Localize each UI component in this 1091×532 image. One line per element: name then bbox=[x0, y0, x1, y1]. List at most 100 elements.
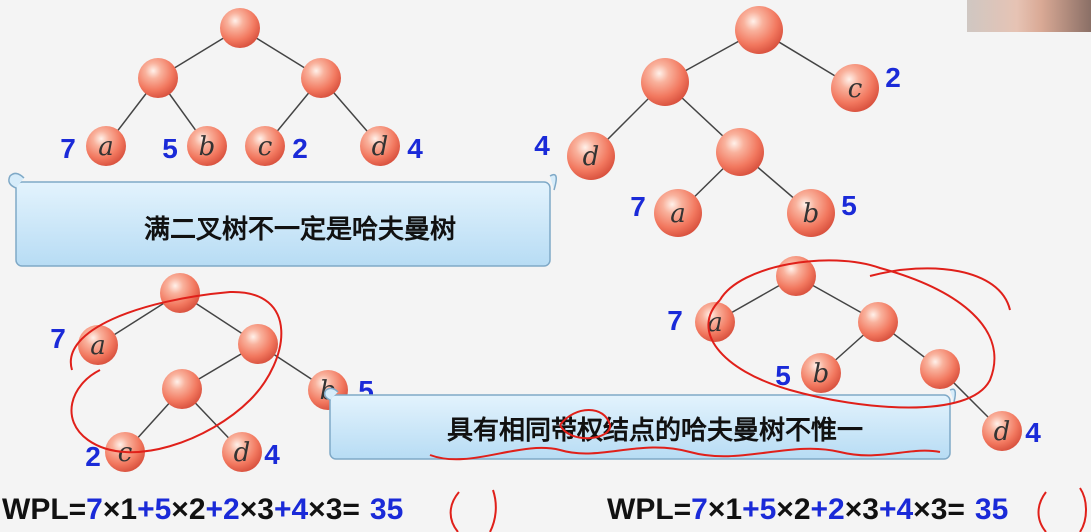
leaf-letter: a bbox=[98, 132, 114, 162]
ink-stroke-tree4 bbox=[869, 267, 1011, 311]
wpl-result: 35 bbox=[974, 493, 1009, 526]
tree2-left-internal bbox=[641, 58, 689, 106]
banner-full-binary: 满二叉树不一定是哈夫曼树 bbox=[8, 172, 557, 267]
leaf-letter: d bbox=[994, 417, 1011, 447]
weight-term: 7 bbox=[691, 493, 708, 526]
ink-bracket-right-result bbox=[1037, 491, 1047, 532]
wpl-label: WPL= bbox=[2, 493, 87, 526]
weight-term: 2 bbox=[828, 493, 845, 526]
leaf-node: d 4 bbox=[222, 432, 280, 472]
leaf-node: a 7 bbox=[667, 302, 735, 342]
leaf-node: a 7 bbox=[60, 126, 126, 166]
times-sign: × bbox=[102, 493, 121, 526]
leaf-node: d 4 bbox=[982, 411, 1041, 451]
ink-bracket-left bbox=[449, 491, 460, 532]
tree1-left-internal bbox=[138, 58, 178, 98]
depth-term: 3 bbox=[862, 493, 879, 526]
weight-term: 2 bbox=[223, 493, 240, 526]
depth-term: 3 bbox=[257, 493, 274, 526]
weight-term: 7 bbox=[86, 493, 103, 526]
leaf-node: b 5 bbox=[162, 126, 227, 166]
banner-text: 满二叉树不一定是哈夫曼树 bbox=[144, 214, 456, 245]
times-sign: × bbox=[776, 493, 794, 526]
leaf-letter: d bbox=[583, 142, 600, 172]
equals-sign: = bbox=[947, 493, 965, 526]
leaf-letter: d bbox=[372, 132, 389, 162]
leaf-letter: a bbox=[707, 308, 723, 338]
ink-loop-tree3 bbox=[69, 290, 283, 454]
ink-annotations bbox=[69, 259, 1087, 532]
leaf-node: d 4 bbox=[534, 130, 615, 180]
plus-sign: + bbox=[878, 493, 897, 526]
leaf-letter: c bbox=[848, 74, 863, 104]
leaf-weight: 5 bbox=[162, 133, 178, 164]
leaf-letter: a bbox=[90, 331, 106, 361]
plus-sign: + bbox=[205, 493, 224, 526]
depth-term: 2 bbox=[793, 493, 811, 526]
tree4-leaves: a 7 b 5 d 4 bbox=[667, 302, 1041, 451]
banner-not-unique: 具有相同带权结点的哈夫曼树不惟一 bbox=[323, 387, 957, 460]
tree4-right-internal bbox=[858, 302, 898, 342]
leaf-letter: a bbox=[670, 199, 686, 229]
tree1-root bbox=[220, 8, 260, 48]
leaf-node: b 5 bbox=[775, 353, 841, 393]
weight-term: 4 bbox=[896, 493, 914, 526]
times-sign: × bbox=[844, 493, 863, 526]
wpl-formula-left: WPL=7×1+5×2+2×3+4×3=35 bbox=[2, 493, 403, 527]
tree2-root bbox=[735, 6, 783, 54]
leaf-weight: 2 bbox=[292, 133, 308, 164]
equals-sign: = bbox=[342, 493, 360, 526]
depth-term: 2 bbox=[188, 493, 206, 526]
tree1-leaves: a 7 b 5 c 2 d 4 bbox=[60, 126, 423, 166]
leaf-letter: b bbox=[199, 132, 216, 162]
leaf-node: c 2 bbox=[831, 62, 901, 112]
leaf-weight: 4 bbox=[534, 130, 550, 161]
leaf-letter: b bbox=[813, 359, 830, 389]
leaf-weight: 7 bbox=[50, 323, 66, 354]
leaf-node: a 7 bbox=[50, 323, 118, 365]
tree3-leaves: c 2 d 4 a 7 b 5 bbox=[50, 323, 374, 472]
depth-term: 3 bbox=[930, 493, 948, 526]
webcam-overlay bbox=[967, 0, 1091, 32]
plus-sign: + bbox=[137, 493, 155, 526]
tree2-deep-internal bbox=[716, 128, 764, 176]
leaf-node: c 2 bbox=[245, 126, 308, 166]
leaf-letter: c bbox=[258, 132, 273, 162]
times-sign: × bbox=[913, 493, 931, 526]
leaf-weight: 5 bbox=[775, 360, 791, 391]
leaf-weight: 7 bbox=[630, 191, 646, 222]
leaf-weight: 7 bbox=[667, 305, 683, 336]
wpl-formula-right: WPL=7×1+5×2+2×3+4×3=35 bbox=[607, 493, 1008, 527]
tree4-root bbox=[776, 256, 816, 296]
leaf-weight: 5 bbox=[841, 190, 857, 221]
leaf-weight: 2 bbox=[885, 62, 901, 93]
leaf-weight: 2 bbox=[85, 441, 101, 472]
tree1-right-internal bbox=[301, 58, 341, 98]
wpl-label: WPL= bbox=[607, 493, 692, 526]
tree3-root bbox=[160, 273, 200, 313]
plus-sign: + bbox=[810, 493, 829, 526]
banner-text: 具有相同带权结点的哈夫曼树不惟一 bbox=[447, 415, 863, 446]
depth-term: 3 bbox=[325, 493, 343, 526]
ink-loop-tree4 bbox=[707, 259, 996, 409]
leaf-weight: 7 bbox=[60, 133, 76, 164]
wpl-result: 35 bbox=[369, 493, 404, 526]
depth-term: 1 bbox=[725, 493, 743, 526]
times-sign: × bbox=[308, 493, 326, 526]
ink-bracket-right bbox=[489, 489, 497, 532]
leaf-node: a 7 bbox=[630, 189, 702, 237]
tree3-right-internal bbox=[238, 324, 278, 364]
leaf-weight: 4 bbox=[1025, 417, 1041, 448]
internal-nodes bbox=[138, 6, 960, 409]
weight-term: 4 bbox=[291, 493, 309, 526]
times-sign: × bbox=[171, 493, 189, 526]
leaf-node: d 4 bbox=[360, 126, 423, 166]
leaf-weight: 4 bbox=[264, 439, 280, 470]
ink-underline-banner bbox=[429, 446, 941, 461]
weight-term: 5 bbox=[154, 493, 172, 526]
leaf-letter: b bbox=[803, 199, 820, 229]
depth-term: 1 bbox=[120, 493, 138, 526]
tree2-leaves: c 2 d 4 a 7 b 5 bbox=[534, 62, 901, 237]
leaf-letter: d bbox=[234, 438, 251, 468]
